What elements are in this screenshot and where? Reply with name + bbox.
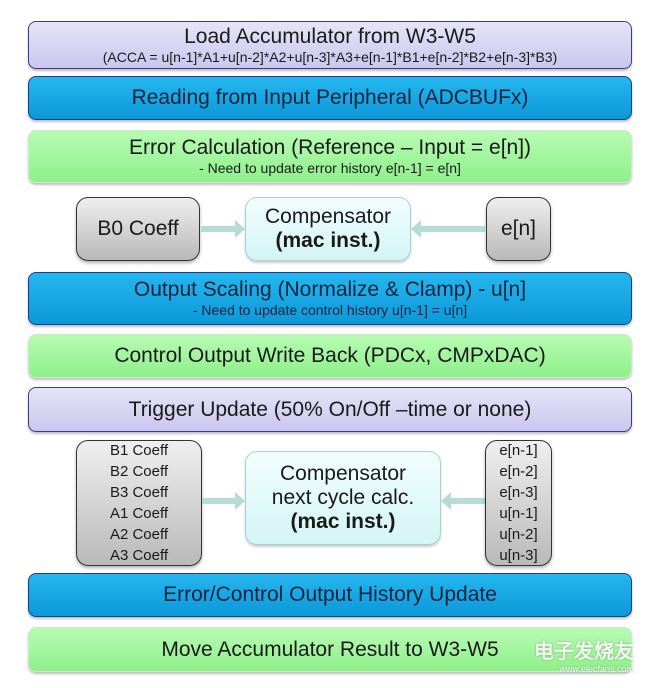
step-title: Load Accumulator from W3-W5 [184,24,476,48]
step-move-accumulator: Move Accumulator Result to W3-W5 [28,627,632,672]
coeff-item: B2 Coeff [109,463,169,480]
watermark-brand: 电子发烧友 [534,641,634,663]
mac-inst-label: (mac inst.) [290,510,396,533]
history-item: e[n-3] [499,484,538,501]
coeff-item: A3 Coeff [109,547,169,564]
watermark-url: www.elecfans.com [559,664,634,674]
step-title: Move Accumulator Result to W3-W5 [161,637,499,661]
step-trigger-update: Trigger Update (50% On/Off –time or none… [28,387,632,432]
history-list-box: e[n-1] e[n-2] e[n-3] u[n-1] u[n-2] u[n-3… [485,440,552,566]
step-title: Trigger Update (50% On/Off –time or none… [128,397,532,421]
coeff-item: A1 Coeff [109,505,169,522]
step-history-update: Error/Control Output History Update [28,573,632,617]
history-item: e[n-2] [499,463,538,480]
step-subtitle: (ACCA = u[n-1]*A1+u[n-2]*A2+u[n-3]*A3+e[… [102,48,558,65]
history-item: u[n-1] [499,505,538,522]
step-output-scaling: Output Scaling (Normalize & Clamp) - u[n… [28,272,632,325]
arrow-left-icon [441,492,485,510]
compensator-box: Compensator (mac inst.) [245,197,411,261]
compensator-label: Compensator [264,205,392,228]
arrow-right-icon [201,220,245,238]
en-box: e[n] [486,197,551,261]
watermark-logo: 电子发烧友 www.elecfans.com [534,635,634,674]
b0-coeff-box: B0 Coeff [76,197,200,261]
step-title: Output Scaling (Normalize & Clamp) - u[n… [133,278,527,301]
arrow-left-icon [411,220,485,238]
step-read-input: Reading from Input Peripheral (ADCBUFx) [28,76,632,120]
step-title: Error/Control Output History Update [163,583,497,606]
arrow-right-icon [202,492,245,510]
coeff-item: A2 Coeff [109,526,169,543]
step-title: Control Output Write Back (PDCx, CMPxDAC… [114,344,546,367]
coeff-item: B1 Coeff [109,442,169,459]
step-error-calculation: Error Calculation (Reference – Input = e… [28,130,632,183]
compensator-label: Compensator [279,462,407,485]
step-write-back: Control Output Write Back (PDCx, CMPxDAC… [28,334,632,378]
history-item: u[n-2] [499,526,538,543]
step-load-accumulator: Load Accumulator from W3-W5 (ACCA = u[n-… [28,21,632,69]
coeff-item: B3 Coeff [109,484,169,501]
step-subtitle: - Need to update control history u[n-1] … [192,302,468,318]
next-cycle-label: next cycle calc. [271,486,415,509]
compensator-next-cycle-box: Compensator next cycle calc. (mac inst.) [245,451,441,545]
step-subtitle: - Need to update error history e[n-1] = … [199,160,461,176]
history-item: e[n-1] [499,442,538,459]
en-label: e[n] [500,217,537,240]
b0-coeff-label: B0 Coeff [97,217,179,240]
step-title: Error Calculation (Reference – Input = e… [128,136,532,159]
history-item: u[n-3] [499,547,538,564]
coeff-list-box: B1 Coeff B2 Coeff B3 Coeff A1 Coeff A2 C… [76,440,202,566]
step-title: Reading from Input Peripheral (ADCBUFx) [131,86,529,109]
mac-inst-label: (mac inst.) [275,229,381,252]
